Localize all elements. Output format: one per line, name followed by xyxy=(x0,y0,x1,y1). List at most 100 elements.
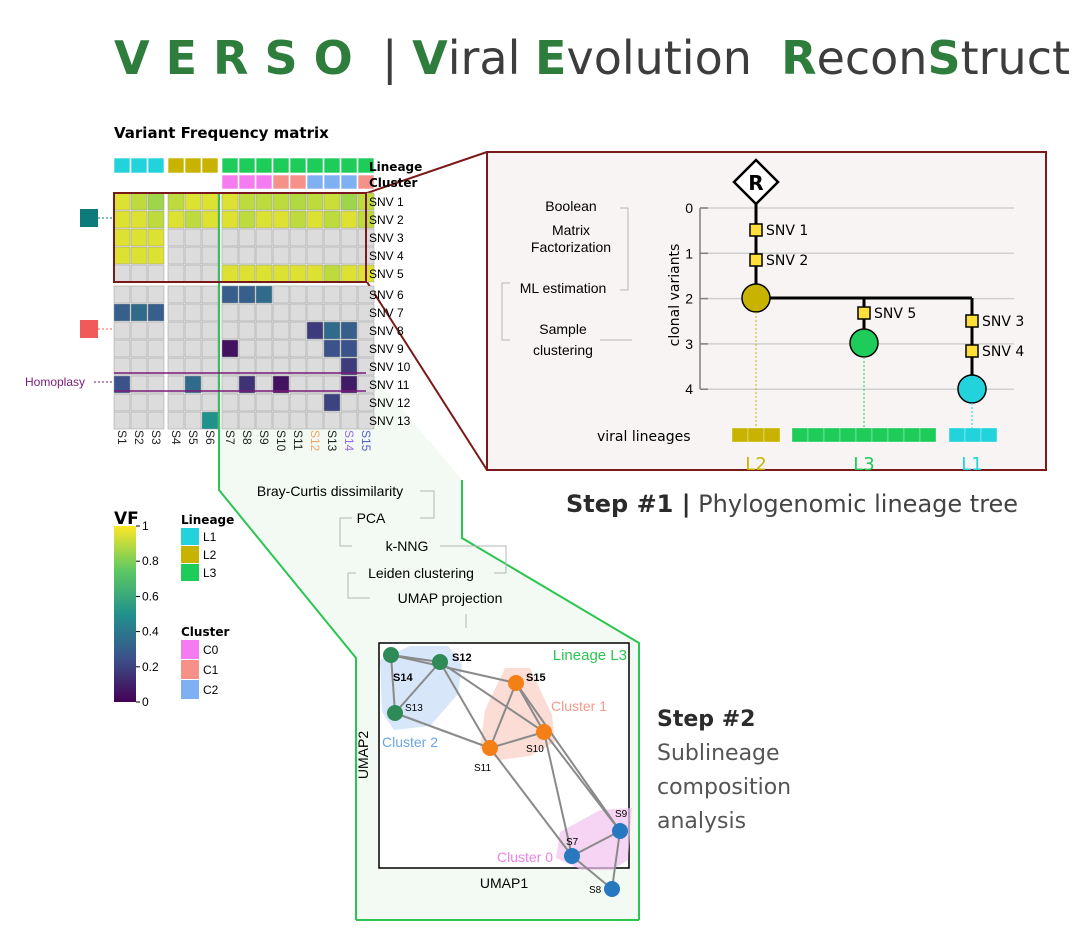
viral-bar-l3-seg-7 xyxy=(903,427,921,443)
cell-snv1-s2 xyxy=(130,192,148,211)
clonal-marker xyxy=(80,209,98,227)
lineage-bar-s8 xyxy=(238,157,256,174)
cell-snv7-s15 xyxy=(357,303,375,322)
cell-snv9-s10 xyxy=(272,339,290,358)
snv2-label: SNV 2 xyxy=(766,253,808,269)
edge-s12-s10 xyxy=(439,661,545,733)
step1-method-1: Matrix xyxy=(552,222,590,238)
cell-snv2-s6 xyxy=(201,210,219,229)
cell-snv4-s2 xyxy=(130,246,148,265)
cell-snv1-s8 xyxy=(238,192,256,211)
cell-snv9-s6 xyxy=(201,339,219,358)
cell-snv9-s4 xyxy=(167,339,185,358)
cell-snv10-s15 xyxy=(357,357,375,376)
cell-snv13-s10 xyxy=(272,411,290,430)
cell-snv1-s7 xyxy=(221,192,239,211)
lineage-bar-s2 xyxy=(130,157,148,174)
snv-label-10: SNV 10 xyxy=(369,360,411,374)
cell-snv10-s8 xyxy=(238,357,256,376)
cell-snv3-s9 xyxy=(255,228,273,247)
umap-panel-title: Lineage L3 xyxy=(553,647,627,664)
umap-xlabel: UMAP1 xyxy=(480,875,528,891)
node-s7 xyxy=(564,848,580,864)
cell-snv3-s7 xyxy=(221,228,239,247)
cell-snv9-s1 xyxy=(113,339,131,358)
snv-label-7: SNV 7 xyxy=(369,306,404,320)
axis-tick-0: 0 xyxy=(685,200,693,216)
title-part-0: V E R S O xyxy=(114,31,353,85)
edge-s15-s11 xyxy=(489,682,517,749)
snv3-label: SNV 3 xyxy=(982,314,1024,330)
step1-panel xyxy=(486,151,1047,471)
cluster-swatch-c1 xyxy=(181,660,199,679)
cell-snv3-s1 xyxy=(113,228,131,247)
tree-node-l3 xyxy=(849,328,879,358)
cell-snv6-s4 xyxy=(167,285,185,304)
edge-a-s15 xyxy=(390,654,517,684)
cell-snv3-s13 xyxy=(323,228,341,247)
viral-bar-l1-seg-2 xyxy=(980,427,998,443)
cell-snv11-s15 xyxy=(357,375,375,394)
lineage-label-l3: L3 xyxy=(853,454,874,475)
cell-snv11-s13 xyxy=(323,375,341,394)
cell-snv5-s7 xyxy=(221,264,239,283)
viral-bar-l2-seg-2 xyxy=(763,427,781,443)
axis-tick-3: 3 xyxy=(685,336,693,352)
cell-snv7-s1 xyxy=(113,303,131,322)
sample-label-s8: S8 xyxy=(240,430,254,445)
cell-snv13-s9 xyxy=(255,411,273,430)
cell-snv13-s13 xyxy=(323,411,341,430)
cell-snv7-s6 xyxy=(201,303,219,322)
cell-snv11-s4 xyxy=(167,375,185,394)
cell-snv6-s14 xyxy=(340,285,358,304)
cell-snv12-s1 xyxy=(113,393,131,412)
lineage-bar-s13 xyxy=(323,157,341,174)
cell-snv1-s4 xyxy=(167,192,185,211)
snv-label-5: SNV 5 xyxy=(369,267,404,281)
lineage-label-l2: L2 xyxy=(745,454,766,475)
title-part-7: econ xyxy=(817,31,928,85)
lineage-bar-s1 xyxy=(113,157,131,174)
cluster-legend-label-c0: C0 xyxy=(203,643,219,657)
sample-label-s1: S1 xyxy=(115,430,129,445)
vf-tick-5: 0 xyxy=(142,695,149,709)
cell-snv13-s14 xyxy=(340,411,358,430)
cell-snv3-s8 xyxy=(238,228,256,247)
vf-tick-0: 1 xyxy=(142,519,149,533)
cell-snv3-s11 xyxy=(289,228,307,247)
viral-bar-l2-seg-1 xyxy=(747,427,765,443)
step1-connector-bottom xyxy=(366,281,488,471)
lineage-swatch-l1 xyxy=(181,528,199,545)
step2-bracket-1 xyxy=(420,490,435,519)
viral-bar-l3-seg-2 xyxy=(823,427,841,443)
cell-snv6-s13 xyxy=(323,285,341,304)
cell-snv1-s9 xyxy=(255,192,273,211)
cell-snv10-s10 xyxy=(272,357,290,376)
cell-snv12-s2 xyxy=(130,393,148,412)
step2-caption-line2: composition xyxy=(657,775,791,800)
step2-zoom-border-right xyxy=(461,480,640,920)
sample-label-s14: S14 xyxy=(342,430,356,452)
viral-bar-l3-seg-6 xyxy=(887,427,905,443)
cell-snv7-s11 xyxy=(289,303,307,322)
sample-label-s13: S13 xyxy=(325,430,339,452)
viral-bar-l1-seg-1 xyxy=(964,427,982,443)
cell-snv11-s12 xyxy=(306,375,324,394)
cell-snv6-s6 xyxy=(201,285,219,304)
cell-snv5-s8 xyxy=(238,264,256,283)
cell-snv11-s8 xyxy=(238,375,256,394)
viral-bar-l3-seg-5 xyxy=(871,427,889,443)
lineage-bar-s6 xyxy=(201,157,219,174)
edge-s12-s13 xyxy=(394,661,441,714)
vf-tick-4: 0.2 xyxy=(142,660,159,674)
sample-label-s4: S4 xyxy=(169,430,183,445)
cell-snv1-s11 xyxy=(289,192,307,211)
sample-label-s6: S6 xyxy=(203,430,217,445)
cell-snv9-s14 xyxy=(340,339,358,358)
viral-bar-l3-seg-4 xyxy=(855,427,873,443)
snv5-marker xyxy=(857,306,871,320)
cell-snv9-s8 xyxy=(238,339,256,358)
